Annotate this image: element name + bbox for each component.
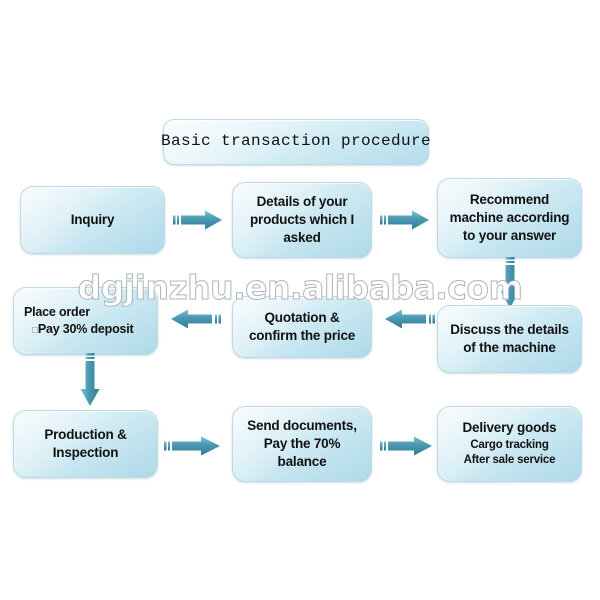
node-discuss-line-1: Discuss the details bbox=[450, 321, 569, 337]
node-delivery[interactable]: Delivery goods Cargo tracking After sale… bbox=[437, 406, 582, 482]
node-discuss[interactable]: Discuss the details of the machine bbox=[437, 305, 582, 373]
node-production-line-2: Inspection bbox=[52, 445, 119, 460]
node-recommend-line-1: Recommend bbox=[469, 191, 550, 207]
node-quotation-line-2: confirm the price bbox=[248, 328, 356, 343]
arrow-recommend-to-discuss bbox=[500, 257, 520, 308]
arrow-send-documents-to-delivery bbox=[380, 436, 432, 456]
node-details[interactable]: Details of your products which I asked bbox=[232, 182, 372, 258]
node-delivery-line-1: Delivery goods bbox=[462, 420, 557, 436]
node-inquiry-line-1: Inquiry bbox=[70, 211, 115, 227]
node-delivery-line-2: Cargo tracking bbox=[470, 438, 549, 451]
node-delivery-line-3: After sale service bbox=[463, 454, 556, 467]
node-quotation-line-1: Quotation & bbox=[264, 309, 340, 325]
node-recommend-line-2: machine according bbox=[449, 209, 570, 225]
node-recommend-line-3: to your answer bbox=[462, 228, 557, 244]
arrow-production-to-send-documents bbox=[164, 436, 220, 456]
node-quotation[interactable]: Quotation & confirm the price bbox=[232, 296, 372, 358]
node-production-line-1: Production & bbox=[44, 426, 127, 442]
node-discuss-line-2: of the machine bbox=[463, 340, 556, 355]
node-place-order-line-2: □Pay 30% deposit bbox=[24, 321, 134, 338]
node-details-line-1: Details of your bbox=[256, 193, 348, 209]
diagram-title-box: Basic transaction procedure bbox=[160, 119, 432, 165]
node-inquiry[interactable]: Inquiry bbox=[20, 186, 165, 254]
node-send-documents[interactable]: Send documents, Pay the 70% balance bbox=[232, 406, 372, 482]
place-order-bullet-icon: □ bbox=[32, 325, 38, 336]
arrow-quotation-to-place-order bbox=[171, 309, 221, 329]
node-send-documents-line-2: Pay the 70% bbox=[263, 435, 341, 451]
node-send-documents-line-3: balance bbox=[277, 454, 327, 470]
arrow-discuss-to-quotation bbox=[385, 309, 435, 329]
arrow-inquiry-to-details bbox=[173, 210, 222, 230]
diagram-title-text: Basic transaction procedure bbox=[160, 132, 432, 151]
node-production[interactable]: Production & Inspection bbox=[13, 410, 158, 478]
node-details-line-2: products which I bbox=[249, 211, 355, 227]
node-place-order-line-1: Place order bbox=[24, 305, 90, 320]
node-details-line-3: asked bbox=[283, 230, 321, 246]
node-recommend[interactable]: Recommend machine according to your answ… bbox=[437, 178, 582, 258]
node-place-order-line-2-text: Pay 30% deposit bbox=[37, 322, 134, 336]
node-place-order[interactable]: Place order □Pay 30% deposit bbox=[13, 287, 158, 355]
arrow-place-order-to-production bbox=[80, 353, 100, 406]
node-send-documents-line-1: Send documents, bbox=[247, 417, 357, 433]
arrow-details-to-recommend bbox=[380, 210, 429, 230]
